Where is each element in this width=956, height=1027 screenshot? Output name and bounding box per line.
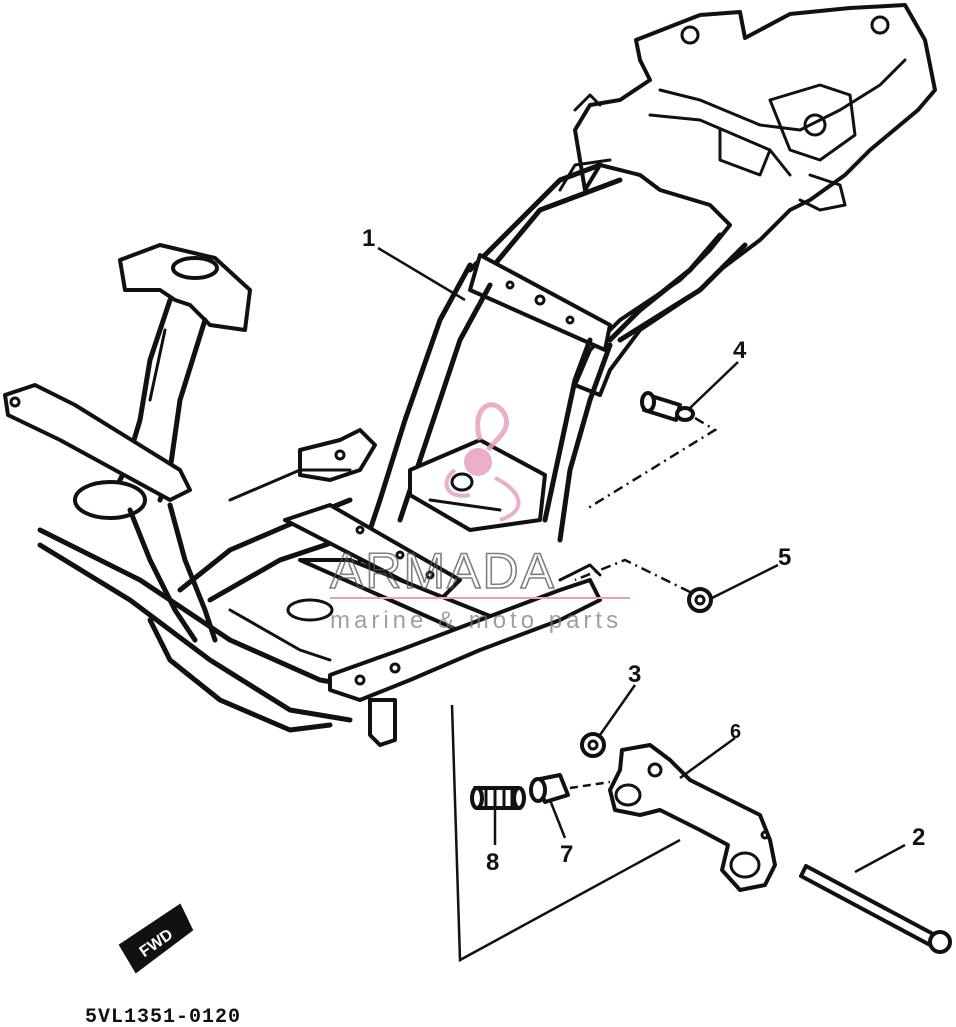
nut-part-3: [580, 732, 606, 758]
collar-part-7: [529, 773, 570, 804]
forward-arrow-icon: FWD: [118, 903, 194, 974]
watermark-logo-icon: [444, 402, 521, 522]
stand-bracket-part-6: [608, 743, 777, 892]
callout-6: 6: [730, 721, 741, 743]
bolt-part-4: [640, 391, 695, 422]
main-frame: [3, 3, 937, 747]
callout-5: 5: [778, 544, 791, 571]
bushing-part-8: [470, 786, 526, 810]
watermark-brand: ARMADA: [330, 543, 556, 599]
callouts: 1 2 3 4 5 6 7 8: [362, 225, 925, 876]
nut-part-5: [687, 587, 713, 613]
watermark-tagline: marine & moto parts: [330, 607, 622, 634]
drawing-code: 5VL1351-0120: [85, 1006, 241, 1027]
watermark: ARMADA marine & moto parts: [329, 402, 630, 634]
callout-3: 3: [628, 661, 641, 688]
callout-7: 7: [560, 841, 573, 868]
callout-2: 2: [912, 824, 925, 851]
callout-1: 1: [362, 225, 375, 252]
callout-4: 4: [733, 337, 747, 364]
leader-lines: [377, 246, 906, 963]
callout-8: 8: [486, 849, 499, 876]
long-bolt-part-2: [799, 864, 952, 954]
